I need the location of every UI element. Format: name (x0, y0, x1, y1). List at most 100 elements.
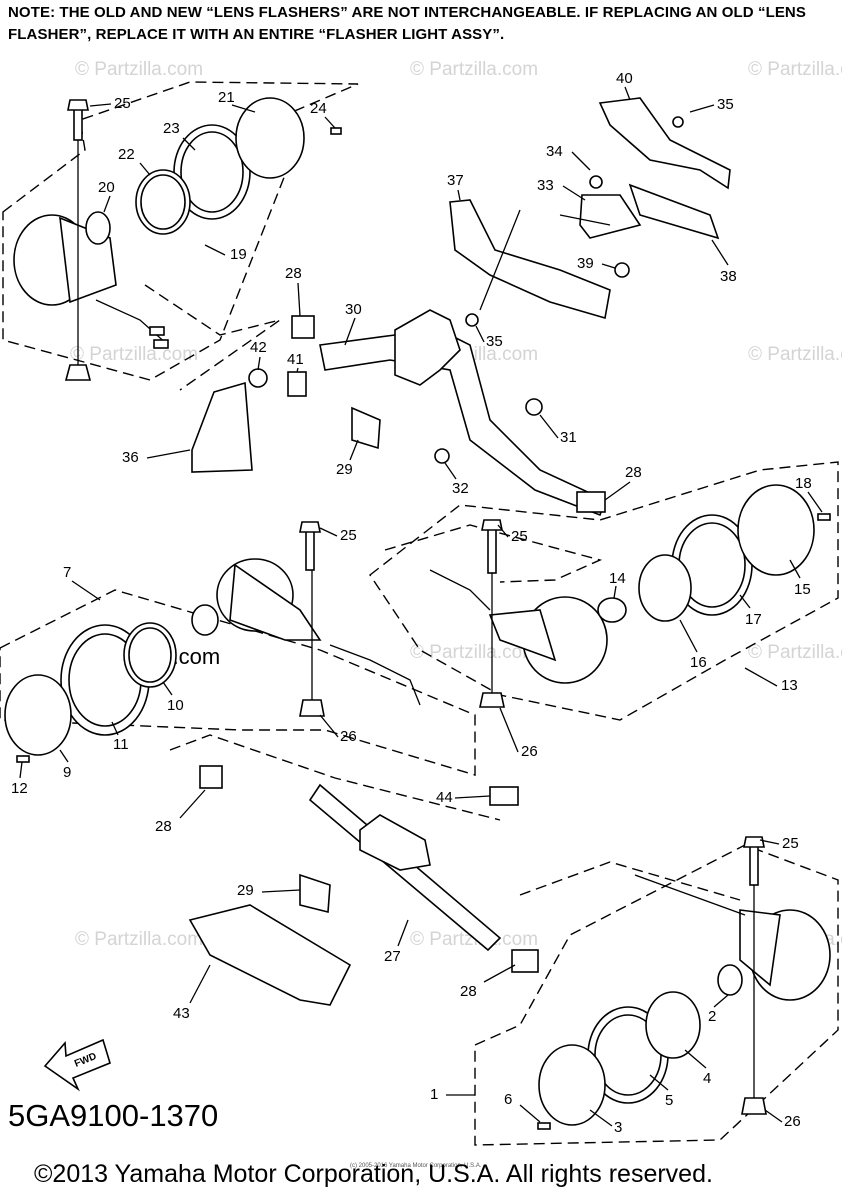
rear-right-flasher (537, 836, 831, 1130)
bolt-32 (434, 448, 450, 464)
callout: 44 (436, 789, 453, 806)
watermark: © Partzilla.com (748, 344, 842, 365)
callouts: 25 21 24 23 22 20 19 40 35 34 37 33 38 3… (11, 70, 812, 1136)
copyright-notice: ©2013 Yamaha Motor Corporation, U.S.A. A… (34, 1160, 713, 1188)
callout: 28 (460, 983, 477, 1000)
leader-lines (19, 86, 823, 1127)
watermark: © Partzilla.com (748, 642, 842, 663)
lens-9 (4, 674, 72, 756)
callout: 4 (703, 1070, 711, 1087)
callout: 18 (795, 475, 812, 492)
callout: 24 (310, 100, 327, 117)
lower-stay-assembly (188, 765, 539, 1006)
bulb-2 (717, 964, 743, 996)
collar-41 (287, 371, 307, 397)
callout: 26 (521, 743, 538, 760)
watermark: © Partzilla.com (410, 59, 538, 80)
bolt-25c-head (481, 519, 503, 531)
gasket-22-inner (140, 174, 186, 230)
callout: 29 (336, 461, 353, 478)
lens-ring-23-inner (180, 131, 244, 213)
callout: 35 (486, 333, 503, 350)
callout: 31 (560, 429, 577, 446)
bolt-44 (489, 786, 519, 806)
damper-28b (576, 491, 606, 513)
callout: 25 (340, 527, 357, 544)
damper-28c (199, 765, 223, 789)
callout: 10 (167, 697, 184, 714)
callout: 35 (717, 96, 734, 113)
damper-28 (291, 315, 315, 339)
nut-26c (479, 692, 505, 708)
callout: 2 (708, 1008, 716, 1025)
bolt-25b-head (299, 521, 321, 533)
callout: 43 (173, 1005, 190, 1022)
callout: 25 (114, 95, 131, 112)
bracket-37 (449, 199, 611, 320)
callout: 19 (230, 246, 247, 263)
lens-21 (235, 97, 305, 179)
plate-38 (628, 183, 720, 240)
gasket-10-inner (128, 627, 172, 683)
callout: 33 (537, 177, 554, 194)
nut-26d (741, 1097, 767, 1115)
bolt-25b (305, 529, 315, 571)
callout: 28 (625, 464, 642, 481)
rear-bracket-assembly (449, 97, 731, 320)
nut-42 (248, 368, 268, 388)
screw-12 (16, 755, 30, 763)
gasket-16 (638, 554, 692, 622)
front-left-flasher (13, 97, 342, 381)
cover-36 (191, 381, 253, 473)
nut-26 (64, 364, 92, 381)
callout: 1 (430, 1086, 438, 1103)
watermark: © Partzilla.com (75, 929, 203, 950)
bolt-35 (672, 116, 684, 128)
watermark: © Partzilla.com (410, 642, 538, 663)
lead-wires (429, 569, 491, 611)
callout: 14 (609, 570, 626, 587)
housing-7-body (229, 563, 322, 641)
callout: 28 (155, 818, 172, 835)
inner-outline-27 (169, 734, 501, 821)
fwd-arrow-icon: FWD (43, 1038, 111, 1092)
lens-3 (538, 1044, 606, 1126)
callout: 27 (384, 948, 401, 965)
inner-outline-14 (384, 524, 603, 583)
warning-note: NOTE: THE OLD AND NEW “LENS FLASHERS” AR… (8, 4, 806, 43)
bulb-14 (597, 597, 627, 623)
callout: 5 (665, 1092, 673, 1109)
diagram-code: 5GA9100-1370 (8, 1098, 219, 1133)
callout: 21 (218, 89, 235, 106)
nut-39 (614, 262, 630, 278)
screw-24 (330, 127, 342, 135)
callout: 12 (11, 780, 28, 797)
cap-29b (299, 873, 331, 914)
watermark: © Partzilla.com (75, 59, 203, 80)
bracket-33 (579, 194, 642, 239)
callout: 34 (546, 143, 563, 160)
front-right-flasher (4, 521, 421, 763)
callout: 22 (118, 146, 135, 163)
callout: 6 (504, 1091, 512, 1108)
callout: 20 (98, 179, 115, 196)
callout: 36 (122, 449, 139, 466)
nut-26b (299, 699, 325, 717)
connector (153, 339, 169, 349)
cap-29 (351, 406, 381, 450)
callout: 17 (745, 611, 762, 628)
lead-wires (634, 874, 746, 916)
callout: 40 (616, 70, 633, 87)
bracket-40 (598, 97, 731, 190)
callout: 28 (285, 265, 302, 282)
callout: 9 (63, 764, 71, 781)
callout: 23 (163, 120, 180, 137)
callout: 26 (340, 728, 357, 745)
bolt-25d (749, 844, 759, 886)
screw-6 (537, 1122, 551, 1130)
bulb-20 (85, 211, 111, 245)
group-1-outline (474, 844, 839, 1146)
callout: 15 (794, 581, 811, 598)
bolt-25d-head (743, 836, 765, 848)
bulb (191, 604, 219, 636)
